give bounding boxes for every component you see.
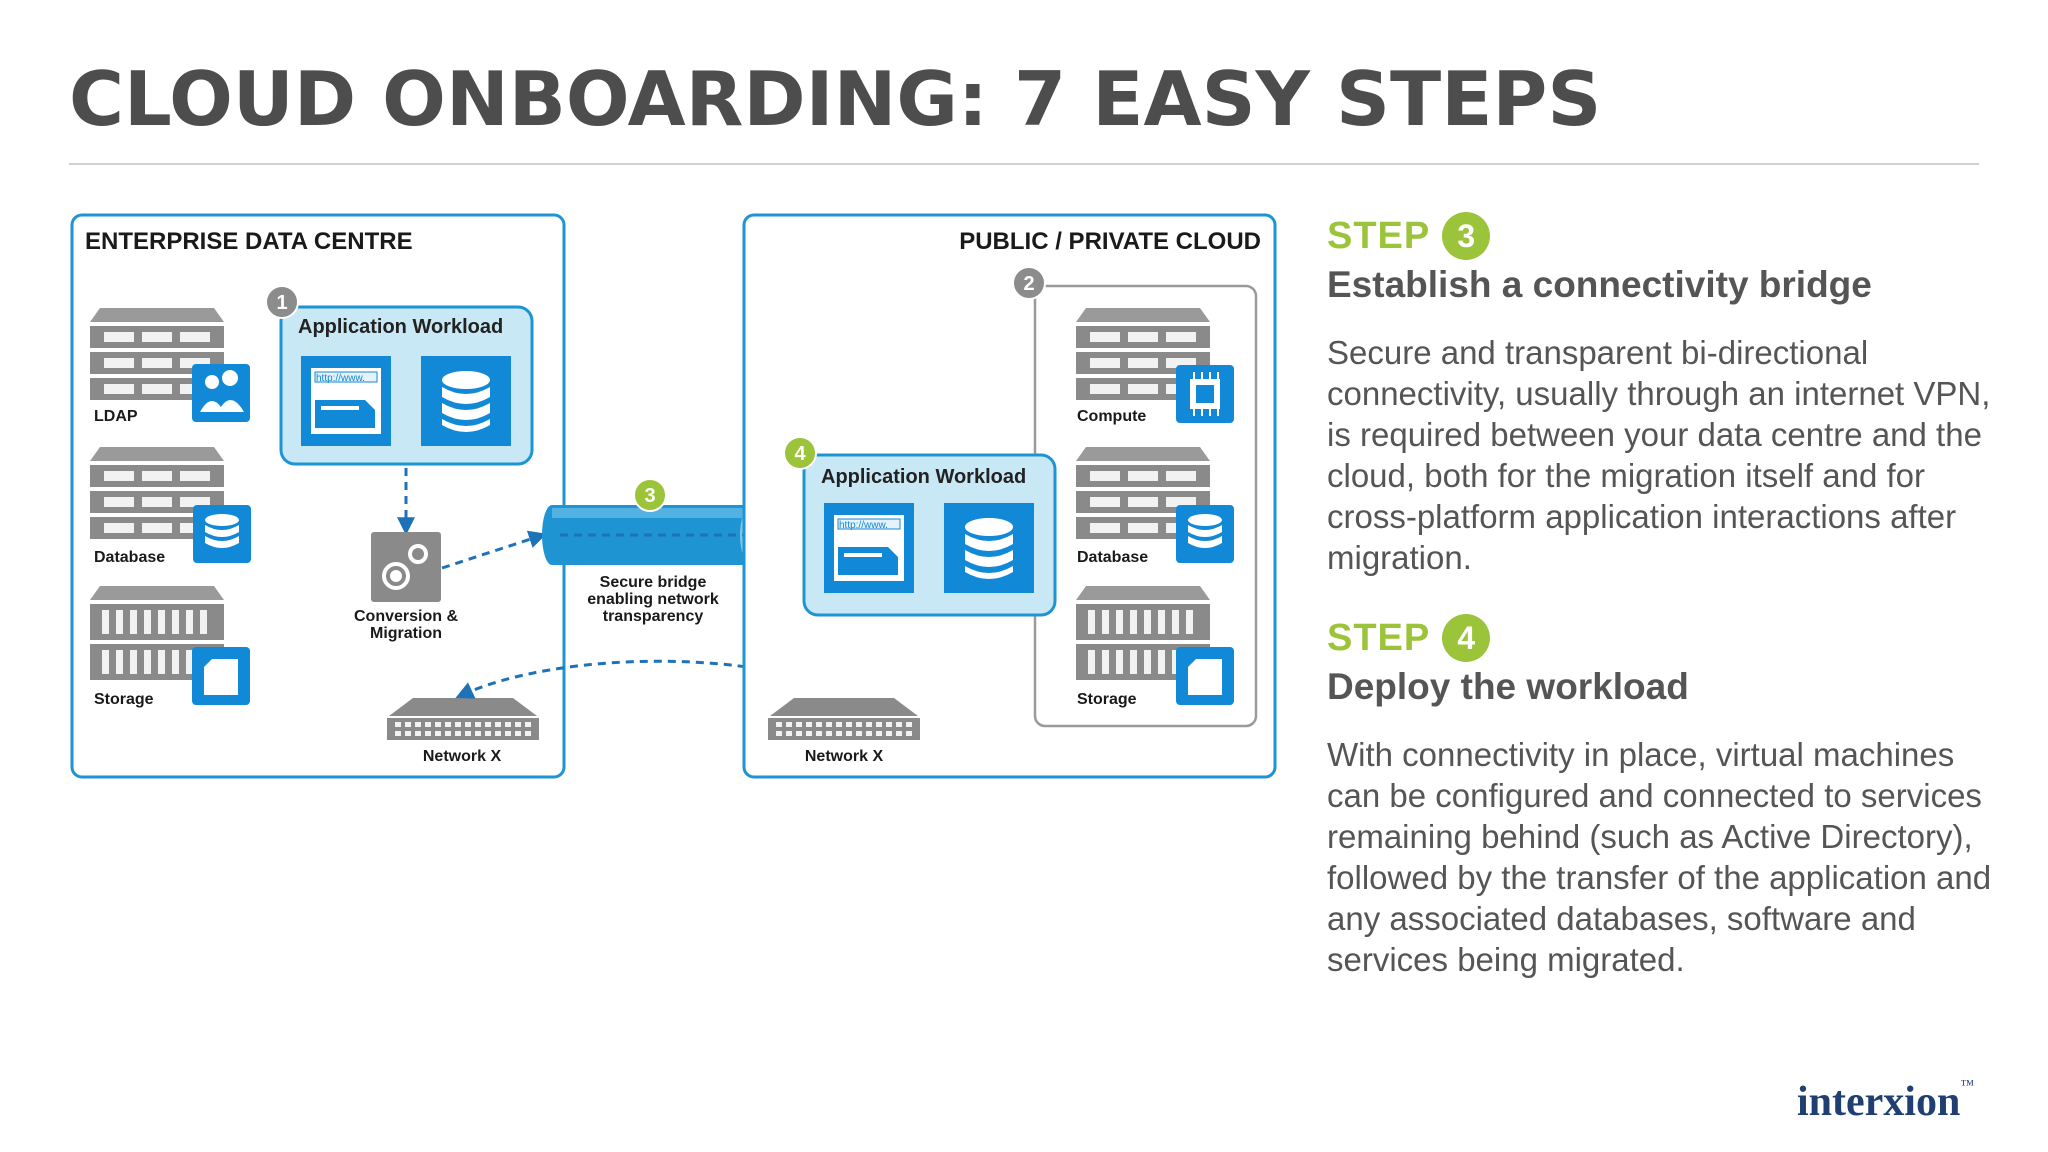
- chip-icon: [1176, 365, 1234, 423]
- bridge-label-2: enabling network: [587, 591, 719, 608]
- page-title: CLOUD ONBOARDING: 7 EASY STEPS: [69, 55, 1602, 143]
- step-number-badge: 3: [1442, 212, 1491, 260]
- step-label: STEP: [1327, 616, 1431, 659]
- browser-icon: [823, 502, 915, 594]
- ldap-server: LDAP: [90, 308, 250, 425]
- ldap-label: LDAP: [94, 408, 138, 425]
- database-server: Database: [90, 447, 251, 566]
- step-title: Establish a connectivity bridge: [1327, 264, 1872, 305]
- cloud-title: PUBLIC / PRIVATE CLOUD: [959, 228, 1261, 255]
- browser-url: http://www.: [316, 373, 365, 384]
- step-label: STEP: [1327, 214, 1431, 257]
- network-left: Network X: [387, 698, 539, 765]
- application-workload-box: Application Workload http://www.: [279, 305, 534, 466]
- interxion-logo: interxion™: [1797, 1078, 1975, 1125]
- step-4: STEP 4 Deploy the workload With connecti…: [1327, 612, 2007, 980]
- compute-server: Compute: [1076, 308, 1234, 425]
- badge-1: 1: [265, 285, 299, 319]
- step-body: Secure and transparent bi-directional co…: [1327, 334, 1991, 576]
- cloud-database-server: Database: [1076, 447, 1234, 566]
- database-icon: [421, 356, 511, 446]
- cloud-workload-label: Application Workload: [821, 466, 1026, 488]
- secure-bridge-tube: Secure bridge enabling network transpare…: [542, 505, 804, 625]
- badge-3: 3: [633, 478, 667, 512]
- storage-label: Storage: [94, 691, 154, 708]
- title-divider: [69, 163, 1979, 165]
- folder-icon: [1176, 647, 1234, 705]
- badge-4: 4: [783, 436, 817, 470]
- compute-label: Compute: [1077, 408, 1146, 425]
- workload-label: Application Workload: [298, 316, 503, 338]
- svg-text:2: 2: [1023, 273, 1034, 295]
- database-icon: [193, 505, 251, 563]
- storage-server: Storage: [90, 586, 250, 708]
- step-heading: STEP 4: [1327, 612, 2007, 664]
- step-body: With connectivity in place, virtual mach…: [1327, 736, 1992, 978]
- browser-icon: [300, 355, 392, 447]
- conversion-migration: Conversion & Migration: [354, 532, 458, 642]
- step-heading: STEP 3: [1327, 210, 2007, 262]
- step-number-badge: 4: [1442, 614, 1491, 662]
- badge-2: 2: [1012, 266, 1046, 300]
- conversion-label-1: Conversion &: [354, 608, 458, 625]
- users-icon: [192, 364, 250, 422]
- gear-icon: [382, 544, 428, 590]
- svg-text:3: 3: [644, 485, 655, 507]
- steps-panel: STEP 3 Establish a connectivity bridge S…: [1327, 210, 2007, 980]
- conversion-to-bridge-arrow: [441, 530, 547, 570]
- cloud-storage-server: Storage: [1076, 586, 1234, 708]
- conversion-label-2: Migration: [370, 625, 442, 642]
- cloud-browser-url: http://www.: [839, 520, 888, 531]
- database-label: Database: [94, 549, 165, 566]
- network-left-label: Network X: [423, 748, 502, 765]
- network-right: Network X: [768, 698, 920, 765]
- step-title: Deploy the workload: [1327, 666, 1689, 707]
- cloud-application-workload-box: Application Workload http://www.: [802, 453, 1057, 617]
- database-icon: [1176, 505, 1234, 563]
- svg-text:4: 4: [794, 443, 806, 465]
- step-3: STEP 3 Establish a connectivity bridge S…: [1327, 210, 2007, 578]
- cloud-storage-label: Storage: [1077, 691, 1137, 708]
- cloud-database-label: Database: [1077, 549, 1148, 566]
- folder-icon: [192, 647, 250, 705]
- bridge-label-1: Secure bridge: [600, 574, 707, 591]
- svg-text:1: 1: [276, 292, 287, 314]
- bridge-label-3: transparency: [603, 608, 704, 625]
- network-right-label: Network X: [805, 748, 884, 765]
- database-icon: [944, 503, 1034, 593]
- enterprise-title: ENTERPRISE DATA CENTRE: [85, 228, 413, 255]
